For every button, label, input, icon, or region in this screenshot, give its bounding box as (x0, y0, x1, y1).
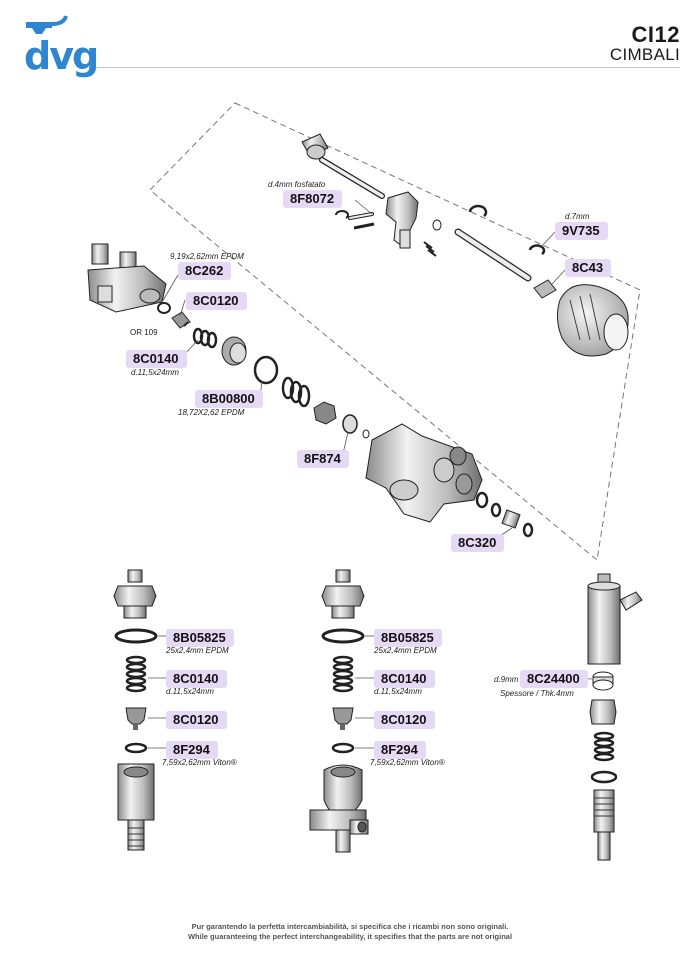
label-8f8072[interactable]: 8F8072 (283, 190, 343, 208)
note-8c262: 9,19x2,62mm EPDM (170, 252, 244, 261)
label-8c320[interactable]: 8C320 (451, 534, 505, 552)
lever-body (385, 191, 419, 249)
footer-disclaimer-en: While guaranteeing the perfect interchan… (187, 932, 513, 941)
spring-8c0140-top (192, 327, 218, 349)
assembly-outline (149, 102, 641, 561)
label-8c262[interactable]: 8C262 (178, 262, 232, 280)
washer-8f874 (342, 414, 358, 434)
nut-top (301, 133, 329, 160)
label-8c0120-top[interactable]: 8C0120 (186, 292, 247, 310)
brand-name: CIMBALI (609, 45, 680, 64)
label-8c0140-top[interactable]: 8C0140 (126, 350, 187, 368)
label-8f294-left[interactable]: 8F294 (166, 741, 218, 759)
footer-disclaimer-it: Pur garantendo la perfetta intercambiabi… (191, 922, 509, 931)
clip-small (335, 210, 349, 219)
note-8f294-left: 7,59x2,62mm Viton® (162, 758, 237, 767)
stack-right (587, 573, 643, 861)
note-9v735: d.7mm (565, 212, 590, 221)
label-8c0120-mid[interactable]: 8C0120 (374, 711, 435, 729)
clip-9v735-a (468, 204, 488, 217)
label-8c24400[interactable]: 8C24400 (520, 670, 588, 688)
note-8c0140-top: d.11,5x24mm (131, 368, 179, 377)
note-8c0140-mid: d.11,5x24mm (374, 687, 422, 696)
oring-8c262 (157, 302, 171, 314)
label-8c0140-mid[interactable]: 8C0140 (374, 670, 435, 688)
label-8b00800[interactable]: 8B00800 (195, 390, 263, 408)
fitting-left (87, 243, 167, 313)
label-8b05825-left[interactable]: 8B05825 (166, 629, 234, 647)
label-8c0120-left[interactable]: 8C0120 (166, 711, 227, 729)
valve-body (365, 423, 483, 523)
note-8c24400-diam: d.9mm (494, 675, 519, 684)
label-8b05825-mid[interactable]: 8B05825 (374, 629, 442, 647)
clip-9v735-b (528, 244, 546, 256)
note-8f8072: d.4mm fosfatato (268, 180, 326, 189)
label-8c43[interactable]: 8C43 (565, 259, 612, 277)
leader-lines-main (161, 199, 566, 541)
note-or109: OR 109 (130, 328, 158, 337)
leader-lines-left (148, 635, 166, 749)
label-8c0140-left[interactable]: 8C0140 (166, 670, 227, 688)
leader-lines-middle (355, 635, 374, 749)
logo-icon (26, 15, 68, 34)
spring-small (423, 241, 437, 257)
valve-insert (171, 311, 191, 329)
model-title: CI12 (631, 22, 680, 47)
note-8b05825-left: 25x2,4mm EPDM (166, 646, 229, 655)
oring-8b00800 (253, 355, 279, 385)
hex-nut (313, 401, 337, 425)
header-divider (96, 67, 680, 68)
note-8f294-mid: 7,59x2,62mm Viton® (370, 758, 445, 767)
stack-middle (309, 569, 369, 853)
seal-set-8c320 (475, 491, 534, 538)
label-8f294-mid[interactable]: 8F294 (374, 741, 426, 759)
stack-left (113, 569, 158, 851)
note-8b05825-mid: 25x2,4mm EPDM (374, 646, 437, 655)
spring-large (281, 376, 311, 408)
knob (556, 284, 629, 357)
seat-ring (221, 336, 247, 366)
note-8c0140-left: d.11,5x24mm (166, 687, 214, 696)
logo-wordmark: dvg (24, 34, 99, 78)
label-8f874[interactable]: 8F874 (297, 450, 349, 468)
label-9v735[interactable]: 9V735 (555, 222, 608, 240)
pin-8c43 (533, 279, 557, 299)
note-8b00800: 18,72X2,62 EPDM (178, 408, 245, 417)
note-8c24400-thk: Spessore / Thk.4mm (500, 689, 574, 698)
